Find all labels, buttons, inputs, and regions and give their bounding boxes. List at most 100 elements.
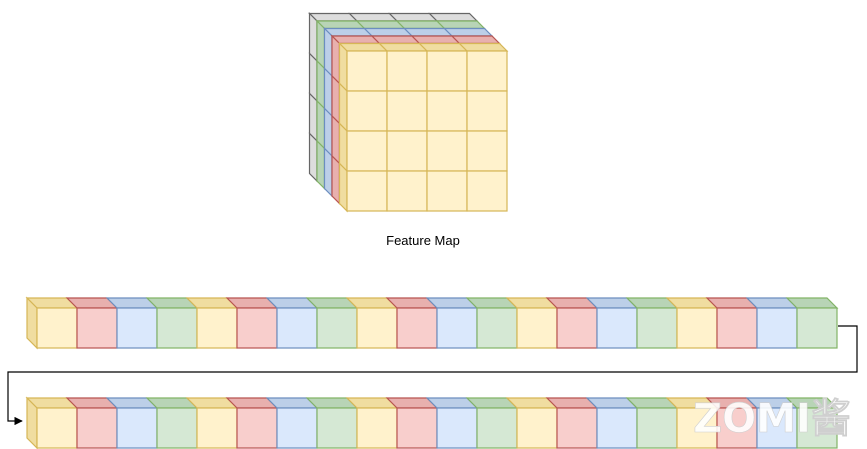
sequence-cell-yellow bbox=[345, 397, 399, 449]
sequence-cell-face bbox=[796, 407, 838, 449]
sequence-cell-face bbox=[356, 407, 398, 449]
cube-top-face bbox=[450, 35, 501, 45]
sequence-cell-face bbox=[756, 407, 798, 449]
sequence-cell-yellow bbox=[25, 396, 79, 449]
cube-top-face bbox=[435, 20, 486, 30]
cube-cell bbox=[346, 170, 388, 212]
sequence-cell-face bbox=[516, 407, 558, 449]
feature-map-cube bbox=[308, 12, 509, 213]
wrap-arrow bbox=[7, 325, 858, 426]
sequence-cell-face bbox=[316, 307, 358, 349]
sequence-cell-face bbox=[796, 307, 838, 349]
cube-left-face bbox=[331, 154, 341, 205]
sequence-cell-green bbox=[625, 397, 679, 449]
sequence-cell-face bbox=[716, 307, 758, 349]
cube-left-face bbox=[308, 132, 318, 183]
cube-cell bbox=[346, 130, 388, 172]
cube-left-face bbox=[323, 147, 333, 198]
sequence-cell-blue bbox=[585, 297, 639, 349]
cube-cell bbox=[386, 90, 428, 132]
sequence-cell-face bbox=[36, 307, 78, 349]
cube-cell bbox=[426, 130, 468, 172]
sequence-cell-face bbox=[516, 307, 558, 349]
watermark-text: ZOMI酱 bbox=[693, 396, 851, 442]
sequence-cell-green bbox=[785, 397, 839, 449]
channel-yellow bbox=[338, 42, 509, 213]
cube-cell bbox=[346, 50, 388, 92]
sequence-cell-yellow bbox=[505, 297, 559, 349]
sequence-cell-yellow bbox=[185, 397, 239, 449]
sequence-cell-face bbox=[236, 307, 278, 349]
sequence-cell-yellow bbox=[665, 297, 719, 349]
sequence-cell-face bbox=[236, 407, 278, 449]
sequence-cell-face bbox=[76, 407, 118, 449]
sequence-cell-face bbox=[276, 307, 318, 349]
sequence-cell-yellow bbox=[505, 397, 559, 449]
sequence-cell-face bbox=[636, 307, 678, 349]
sequence-cell-green bbox=[465, 397, 519, 449]
sequence-cell-face bbox=[156, 307, 198, 349]
sequence-cell-face bbox=[36, 407, 78, 449]
sequence-cell-face bbox=[436, 307, 478, 349]
sequence-cell-face bbox=[476, 407, 518, 449]
flattened-row-2 bbox=[25, 396, 839, 449]
cube-left-face bbox=[338, 162, 348, 213]
sequence-cell-face bbox=[116, 407, 158, 449]
sequence-cell-face bbox=[756, 307, 798, 349]
sequence-cell-face bbox=[116, 307, 158, 349]
sequence-cell-face bbox=[716, 407, 758, 449]
cube-cell bbox=[466, 170, 508, 212]
cube-cell bbox=[386, 170, 428, 212]
sequence-cell-green bbox=[625, 297, 679, 349]
cube-top-face bbox=[458, 42, 509, 52]
sequence-cell-green bbox=[785, 297, 839, 349]
cube-cell bbox=[346, 90, 388, 132]
sequence-cell-face bbox=[316, 407, 358, 449]
cube-cell bbox=[466, 90, 508, 132]
feature-map-caption: Feature Map bbox=[386, 233, 460, 248]
sequence-cell-face bbox=[596, 307, 638, 349]
sequence-cell-face bbox=[76, 307, 118, 349]
sequence-cell-blue bbox=[585, 397, 639, 449]
sequence-cell-face bbox=[196, 407, 238, 449]
cube-cell bbox=[426, 170, 468, 212]
cube-cell bbox=[426, 50, 468, 92]
sequence-cell-red bbox=[545, 397, 599, 449]
sequence-cell-face bbox=[196, 307, 238, 349]
sequence-cell-blue bbox=[105, 397, 159, 449]
sequence-cell-face bbox=[156, 407, 198, 449]
sequence-cell-red bbox=[65, 297, 119, 349]
sequence-cell-green bbox=[305, 297, 359, 349]
sequence-cell-red bbox=[385, 397, 439, 449]
cube-cell bbox=[466, 50, 508, 92]
sequence-cell-yellow bbox=[25, 296, 79, 350]
sequence-cell-red bbox=[385, 297, 439, 349]
sequence-cell-yellow bbox=[665, 397, 719, 449]
sequence-cell-face bbox=[396, 407, 438, 449]
cube-top-face bbox=[443, 27, 494, 37]
sequence-cell-blue bbox=[745, 397, 799, 449]
sequence-cell-green bbox=[305, 397, 359, 449]
sequence-cell-face bbox=[636, 407, 678, 449]
sequence-cell-face bbox=[356, 307, 398, 349]
cube-cell bbox=[466, 130, 508, 172]
flattened-row-1 bbox=[25, 296, 839, 350]
sequence-cell-face bbox=[676, 407, 718, 449]
cube-cell bbox=[386, 50, 428, 92]
sequence-cell-red bbox=[225, 397, 279, 449]
cube-top-face bbox=[428, 12, 479, 22]
sequence-cell-green bbox=[145, 297, 199, 349]
sequence-cell-green bbox=[145, 397, 199, 449]
sequence-cell-red bbox=[705, 297, 759, 349]
sequence-cell-green bbox=[465, 297, 519, 349]
sequence-cell-face bbox=[276, 407, 318, 449]
sequence-cell-face bbox=[676, 307, 718, 349]
cube-cell bbox=[426, 90, 468, 132]
sequence-cell-face bbox=[476, 307, 518, 349]
sequence-cell-face bbox=[436, 407, 478, 449]
sequence-cell-blue bbox=[105, 297, 159, 349]
sequence-cell-face bbox=[556, 407, 598, 449]
sequence-cell-face bbox=[556, 307, 598, 349]
sequence-cell-face bbox=[396, 307, 438, 349]
